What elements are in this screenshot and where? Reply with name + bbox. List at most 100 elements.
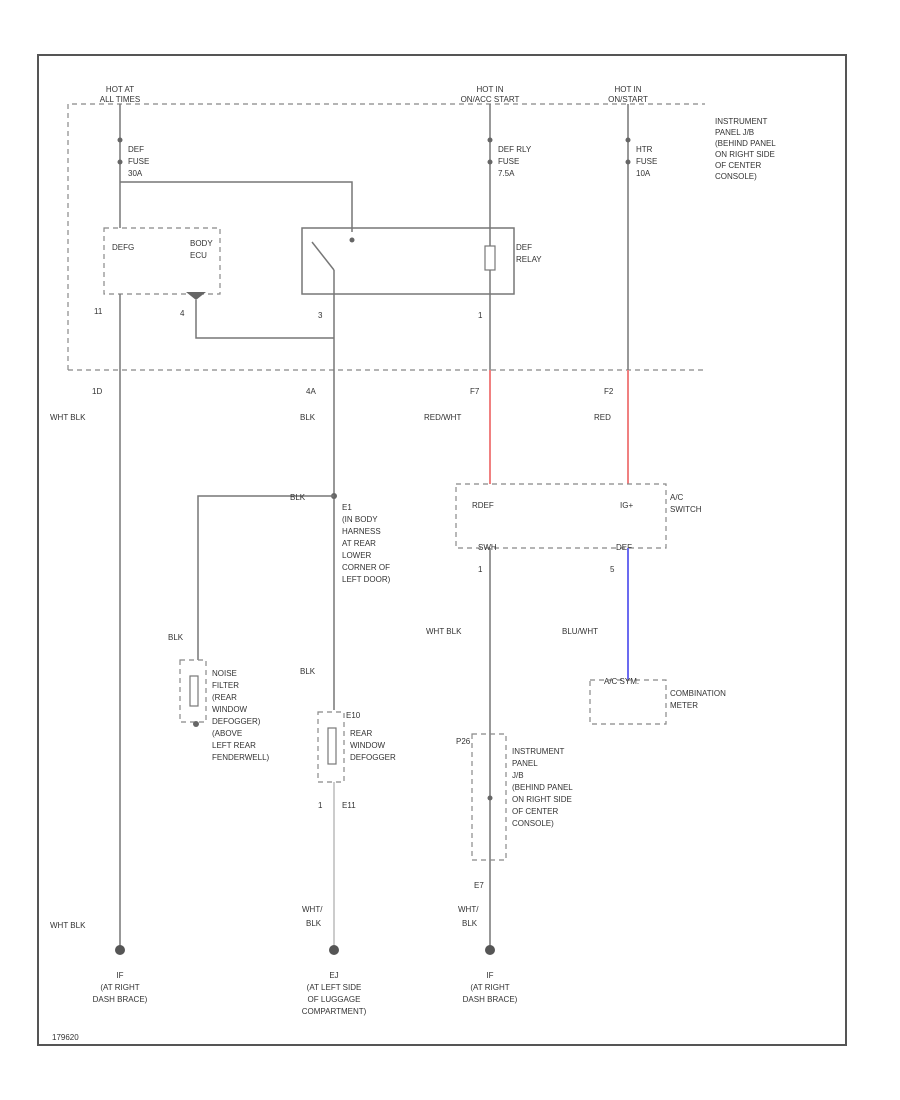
fuse-def-rly-label-1: DEF RLY <box>498 145 532 154</box>
source-label-all-times-1: HOT AT <box>106 85 134 94</box>
noise-filter-label-4: WINDOW <box>212 705 248 714</box>
relay-switch-arm <box>311 241 335 271</box>
ground-point-1 <box>115 945 125 955</box>
fuse-terminal-bottom-def-rly <box>487 159 493 165</box>
noise-filter-label-1: NOISE <box>212 669 237 678</box>
ground-3-label-3: DASH BRACE) <box>463 995 518 1004</box>
harness-note-2: (IN BODY <box>342 515 378 524</box>
ac-switch-out-left: 1 <box>478 565 483 574</box>
def-relay-box <box>301 227 515 295</box>
wire-label-red: RED <box>594 413 611 422</box>
panel-label-3: (BEHIND PANEL <box>715 139 776 148</box>
noise-filter-label-3: (REAR <box>212 693 237 702</box>
noise-filter-label-8: FENDERWELL) <box>212 753 270 762</box>
relay-pin-right: 1 <box>478 311 483 320</box>
ac-switch-pin-l: RDEF <box>472 501 494 510</box>
fuse-terminal-bottom-htr <box>625 159 631 165</box>
ac-switch-pin-br: DEF <box>616 543 632 552</box>
source-label-all-times-2: ALL TIMES <box>100 95 140 104</box>
combination-meter-box <box>589 679 667 725</box>
ground-1-label-3: DASH BRACE) <box>93 995 148 1004</box>
def-relay-name-2: RELAY <box>516 255 542 264</box>
panel-label-2: PANEL J/B <box>715 128 754 137</box>
wire-ecu-to-relay <box>195 300 334 339</box>
panel-label-2-2: PANEL <box>512 759 538 768</box>
wire-to-noise-filter <box>197 495 334 660</box>
body-ecu-name-2: ECU <box>190 251 207 260</box>
fuse-terminal-top-htr <box>625 137 631 143</box>
wire-label-wht-blk-mid: WHT BLK <box>426 627 462 636</box>
connector-4a: 4A <box>306 387 316 396</box>
ground-point-3 <box>485 945 495 955</box>
ac-switch-box <box>455 483 667 549</box>
body-ecu-pin-right: 4 <box>180 309 185 318</box>
combination-meter-name-1: COMBINATION <box>670 689 726 698</box>
wire-label-blu-wht: BLU/WHT <box>562 627 598 636</box>
panel-label-6: CONSOLE) <box>715 172 757 181</box>
harness-note-1: E1 <box>342 503 352 512</box>
connector-p1: 1 <box>318 801 323 810</box>
ground-1-label-1: IF <box>116 971 123 980</box>
ground-point-2 <box>329 945 339 955</box>
wire-label-wht-blk-bot2-1: WHT/ <box>302 905 323 914</box>
junction-block-boundary <box>67 103 705 370</box>
panel-label-2-1: INSTRUMENT <box>512 747 565 756</box>
fuse-terminal-top-def <box>117 137 123 143</box>
noise-filter-label-7: LEFT REAR <box>212 741 256 750</box>
panel-label-2-5: ON RIGHT SIDE <box>512 795 572 804</box>
connector-1d: 1D <box>92 387 102 396</box>
source-label-on-start-2: ON/START <box>608 95 648 104</box>
body-ecu-inner: DEFG <box>112 243 134 252</box>
junction-block-lower-node <box>487 795 493 801</box>
relay-pin-left: 3 <box>318 311 323 320</box>
combination-meter-name-2: METER <box>670 701 698 710</box>
noise-filter-element <box>189 675 199 707</box>
fuse-htr-label-2: FUSE <box>636 157 657 166</box>
ground-2-label-2: (AT LEFT SIDE <box>307 983 362 992</box>
panel-label-2-3: J/B <box>512 771 524 780</box>
ac-switch-name-2: SWITCH <box>670 505 702 514</box>
panel-label-2-6: OF CENTER <box>512 807 558 816</box>
defogger-box <box>317 711 345 783</box>
panel-label-1: INSTRUMENT <box>715 117 768 126</box>
ac-switch-out-right: 5 <box>610 565 615 574</box>
source-label-on-acc-1: HOT IN <box>477 85 504 94</box>
ground-2-label-4: COMPARTMENT) <box>302 1007 367 1016</box>
footer-code: 179620 <box>52 1033 79 1042</box>
wire-label-blk-mid: BLK <box>300 667 316 676</box>
panel-label-2-4: (BEHIND PANEL <box>512 783 573 792</box>
wire-label-wht-blk-bot3-2: BLK <box>462 919 478 928</box>
harness-note-3: HARNESS <box>342 527 381 536</box>
noise-filter-label-2: FILTER <box>212 681 239 690</box>
ground-2-label-3: OF LUGGAGE <box>308 995 361 1004</box>
defogger-code: E10 <box>346 711 361 720</box>
panel-label-4: ON RIGHT SIDE <box>715 150 775 159</box>
combination-meter-pin: A/C SYM. <box>604 677 639 686</box>
ground-symbol-ecu <box>186 292 206 300</box>
fuse-def-rly-label-2: FUSE <box>498 157 519 166</box>
ac-switch-name-1: A/C <box>670 493 684 502</box>
connector-e7: E7 <box>474 881 484 890</box>
ac-switch-pin-bl: SWH <box>478 543 497 552</box>
fuse-terminal-top-def-rly <box>487 137 493 143</box>
connector-f2: F2 <box>604 387 614 396</box>
fuse-def-label-1: DEF <box>128 145 144 154</box>
source-label-on-acc-2: ON/ACC START <box>461 95 520 104</box>
fuse-htr-label-3: 10A <box>636 169 651 178</box>
fuse-def-label-3: 30A <box>128 169 143 178</box>
relay-coil-body <box>484 245 496 271</box>
fuse-def-label-2: FUSE <box>128 157 149 166</box>
defogger-label-1: REAR <box>350 729 372 738</box>
noise-filter-box <box>179 659 207 723</box>
noise-filter-label-5: DEFOGGER) <box>212 717 261 726</box>
connector-f7: F7 <box>470 387 480 396</box>
connector-p26: P26 <box>456 737 471 746</box>
defogger-label-3: DEFOGGER <box>350 753 396 762</box>
harness-note-7: LEFT DOOR) <box>342 575 391 584</box>
connector-ws: E11 <box>342 801 356 810</box>
ground-3-label-2: (AT RIGHT <box>470 983 509 992</box>
defogger-element <box>327 727 337 765</box>
harness-note-5: LOWER <box>342 551 372 560</box>
ground-2-label-1: EJ <box>329 971 338 980</box>
